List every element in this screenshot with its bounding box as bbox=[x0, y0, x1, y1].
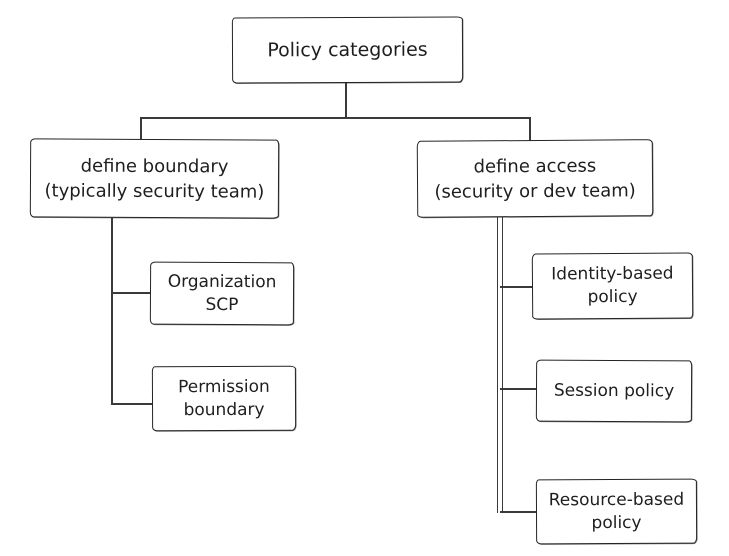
node-resource-based-policy: Resource-based policy bbox=[535, 478, 698, 545]
node-label: Permission bbox=[178, 376, 270, 397]
edge-root-stem bbox=[345, 82, 347, 119]
node-sublabel: boundary bbox=[183, 399, 265, 420]
node-label: Organization bbox=[167, 271, 277, 292]
node-label: Policy categories bbox=[267, 38, 428, 61]
node-label: Identity-based bbox=[551, 263, 674, 285]
node-sublabel: SCP bbox=[205, 294, 239, 315]
node-label: Resource-based bbox=[548, 489, 685, 510]
node-label: define boundary bbox=[80, 155, 229, 177]
node-sublabel: (typically security team) bbox=[44, 179, 265, 203]
edge-stub-identity bbox=[500, 286, 534, 288]
edge-stub-perm bbox=[111, 403, 154, 405]
node-sublabel: (security or dev team) bbox=[434, 179, 636, 203]
node-sublabel: policy bbox=[591, 512, 642, 533]
node-label: Session policy bbox=[553, 380, 675, 401]
edge-stub-org-scp bbox=[111, 292, 152, 294]
node-define-access: define access (security or dev team) bbox=[416, 139, 654, 218]
node-identity-based-policy: Identity-based policy bbox=[531, 252, 694, 320]
edge-stub-resource bbox=[500, 511, 538, 513]
node-define-boundary: define boundary (typically security team… bbox=[29, 138, 280, 219]
edge-top-horizontal bbox=[140, 117, 531, 119]
node-sublabel: policy bbox=[587, 286, 638, 308]
node-session-policy: Session policy bbox=[535, 359, 693, 423]
edge-drop-access bbox=[529, 117, 531, 142]
edge-stub-session bbox=[500, 388, 538, 390]
edge-drop-boundary bbox=[140, 117, 142, 141]
edge-access-trunk bbox=[497, 217, 503, 513]
node-label: define access bbox=[473, 155, 597, 177]
node-policy-categories: Policy categories bbox=[231, 16, 464, 84]
node-organization-scp: Organization SCP bbox=[149, 261, 295, 326]
edge-boundary-trunk bbox=[111, 218, 113, 405]
node-permission-boundary: Permission boundary bbox=[151, 365, 297, 432]
